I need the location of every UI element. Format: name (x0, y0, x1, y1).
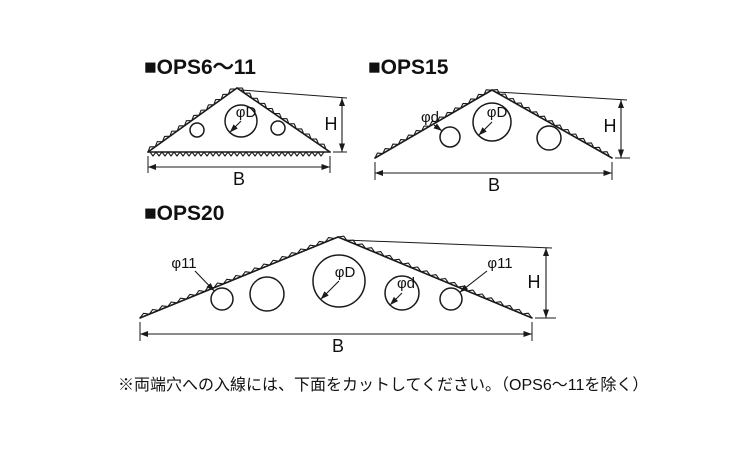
label-phiD: φD (236, 104, 257, 121)
phi11-right-leader-arrow (459, 270, 488, 293)
hole-right (270, 120, 286, 136)
hole-phiD (224, 104, 258, 138)
section-title-ops20: ■OPS20 (144, 202, 224, 225)
left-slope-serration (374, 89, 493, 159)
section-title-ops15: ■OPS15 (368, 56, 449, 79)
hole-phid (439, 126, 461, 148)
left-slope-edge (139, 236, 339, 319)
right-slope-serration (491, 89, 613, 159)
section-ops15: ■OPS15 φD φd H B (368, 56, 630, 195)
hole-right (536, 125, 562, 151)
hole-phi11-left (210, 287, 234, 311)
left-slope-serration (147, 87, 238, 153)
hole-phi11-right (439, 287, 463, 311)
hole-phid (384, 275, 420, 311)
label-phiD: φD (487, 104, 508, 121)
height-extension-top (240, 89, 348, 99)
height-extension-top (343, 239, 553, 249)
section-ops6-11: ■OPS6～11 φD H B (144, 56, 348, 189)
phi11-left-leader-arrow (194, 270, 215, 292)
label-height: H (604, 116, 617, 136)
label-width: B (332, 336, 344, 356)
height-extension-top (496, 91, 628, 101)
bottom-comb-teeth (149, 151, 328, 157)
phid-leader-arrow (389, 292, 403, 306)
right-slope-edge (491, 89, 613, 159)
hole-phiD (312, 254, 366, 308)
label-phid: φd (421, 109, 439, 126)
left-slope-serration (139, 236, 339, 319)
hole-left (189, 122, 205, 138)
label-phiD: φD (335, 264, 356, 281)
right-slope-serration (337, 235, 533, 319)
hole-phiD (472, 102, 512, 142)
section-title-ops6-11: ■OPS6～11 (144, 56, 256, 79)
section-ops20: ■OPS20 φD φd φ11 φ11 H B (139, 202, 556, 356)
phid-leader-arrow (433, 123, 443, 132)
right-slope-serration (236, 87, 331, 153)
label-width: B (488, 175, 500, 195)
label-phi11-left: φ11 (171, 255, 196, 272)
label-phid: φd (397, 275, 415, 292)
right-slope-edge (337, 236, 533, 319)
label-height: H (325, 114, 338, 134)
footnote-text: ※両端穴への入線には、下面をカットしてください。（OPS6～11を除く） (118, 376, 648, 394)
phiD-leader-arrow (229, 120, 242, 133)
phiD-leader-arrow (478, 121, 493, 136)
label-width: B (233, 169, 245, 189)
phiD-leader-arrow (320, 280, 340, 300)
label-phi11-right: φ11 (487, 255, 512, 272)
label-height: H (528, 272, 541, 292)
hole-mid-left (249, 276, 285, 312)
